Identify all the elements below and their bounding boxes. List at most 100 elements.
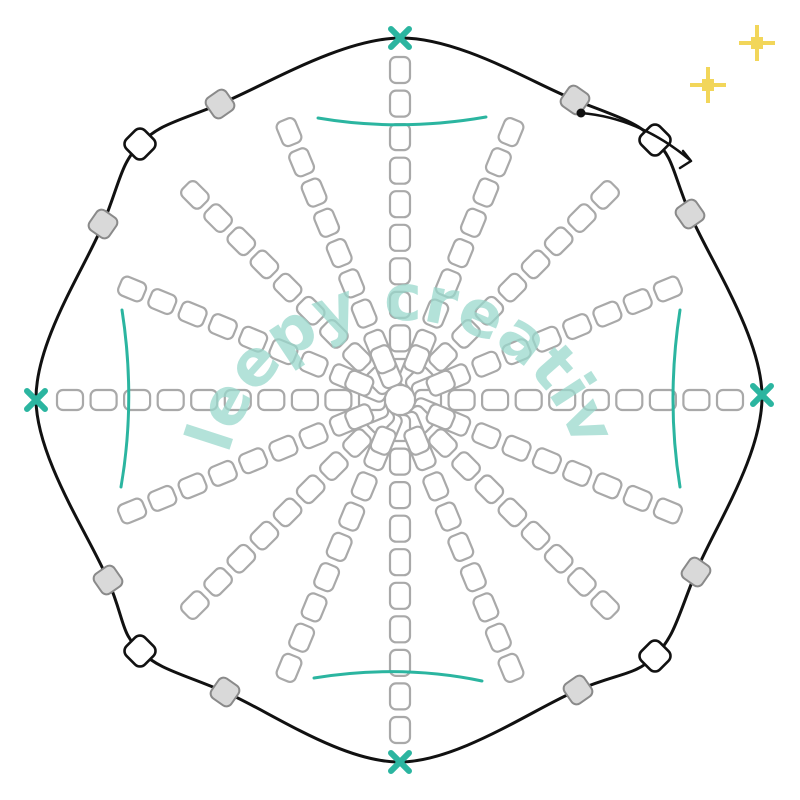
stitch <box>501 338 532 366</box>
stitch <box>531 325 562 353</box>
stitch <box>484 147 512 178</box>
stitch <box>55 388 85 412</box>
shaded-edge-stitch <box>204 88 236 120</box>
stitch <box>520 249 551 280</box>
stitch <box>422 298 450 329</box>
shaded-edge-stitch <box>92 564 124 596</box>
stitch <box>497 497 528 528</box>
stitch-layer <box>55 55 745 745</box>
shaded-edge-stitch <box>680 556 712 588</box>
stitch <box>501 434 532 462</box>
stitch <box>428 342 458 372</box>
stitch <box>89 388 118 412</box>
stitch <box>388 548 412 577</box>
stitch <box>319 319 349 349</box>
stitch <box>388 324 412 353</box>
stitch <box>652 497 683 525</box>
stitch <box>117 275 148 303</box>
stitch <box>484 622 512 653</box>
x-mark-icon <box>750 383 774 407</box>
arrow-icon <box>576 108 693 170</box>
stitch <box>715 388 745 412</box>
stitch <box>123 388 152 412</box>
stitch <box>319 451 349 481</box>
stitch <box>388 223 412 252</box>
stitch <box>562 313 593 341</box>
stitch <box>324 388 353 412</box>
shaded-edge-stitch <box>562 674 594 706</box>
shaded-edge-stitch <box>559 84 591 116</box>
stitch <box>288 622 316 653</box>
stitch <box>300 592 328 623</box>
stitch <box>344 403 375 431</box>
stitch <box>300 177 328 208</box>
stitch <box>472 592 500 623</box>
stitch <box>451 319 481 349</box>
sparkle-icon <box>690 67 726 103</box>
x-mark-icon <box>388 26 412 50</box>
stitch <box>403 344 431 375</box>
corner-stitch <box>123 127 157 161</box>
x-mark-icon <box>24 388 48 412</box>
stitch <box>543 226 574 257</box>
stitch <box>325 238 353 269</box>
stitch <box>520 520 551 551</box>
stitch <box>388 156 412 185</box>
stitch <box>388 123 412 152</box>
stitch <box>295 295 326 326</box>
stitch <box>177 300 208 328</box>
teal-bracket-line <box>671 308 682 489</box>
stitch <box>403 425 431 456</box>
stitch <box>590 590 620 620</box>
stitch <box>350 471 378 502</box>
stitch <box>425 403 456 431</box>
stitch <box>226 226 257 257</box>
stitch <box>238 325 269 353</box>
stitch <box>338 268 366 299</box>
stitch <box>388 290 412 319</box>
stitch <box>147 484 178 512</box>
stitch <box>117 497 148 525</box>
stitch <box>223 388 252 412</box>
stitch <box>268 338 299 366</box>
stitch <box>342 342 372 372</box>
edge-stitch-layer <box>87 84 712 708</box>
corner-stitch <box>638 639 672 673</box>
stitch <box>288 147 316 178</box>
stitch <box>562 459 593 487</box>
stitch <box>388 447 412 476</box>
stitch <box>207 459 238 487</box>
teal-bracket-line <box>312 670 484 683</box>
stitch <box>474 474 505 505</box>
stitch <box>238 447 269 475</box>
stitch <box>325 531 353 562</box>
stitch <box>290 388 319 412</box>
stitch <box>298 350 329 378</box>
arrow-layer <box>576 108 693 170</box>
sparkle-icon <box>739 25 775 61</box>
corner-stitch <box>123 634 157 668</box>
stitch <box>313 207 341 238</box>
stitch <box>388 581 412 610</box>
stitch <box>257 388 286 412</box>
sparkle-layer <box>690 25 775 103</box>
stitch <box>472 177 500 208</box>
shaded-edge-stitch <box>87 208 119 240</box>
stitch <box>298 422 329 450</box>
stitch <box>548 388 577 412</box>
stitch <box>180 590 210 620</box>
stitch <box>447 388 476 412</box>
stitch <box>190 388 219 412</box>
shaded-edge-stitch <box>674 198 706 230</box>
stitch <box>434 501 462 532</box>
stitch <box>388 55 412 85</box>
stitch <box>581 388 610 412</box>
stitch <box>388 190 412 219</box>
stitch <box>622 288 653 316</box>
stitch <box>180 180 210 210</box>
stitch <box>275 652 303 683</box>
stitch <box>388 514 412 543</box>
stitch <box>622 484 653 512</box>
stitch <box>652 275 683 303</box>
stitch <box>447 238 475 269</box>
